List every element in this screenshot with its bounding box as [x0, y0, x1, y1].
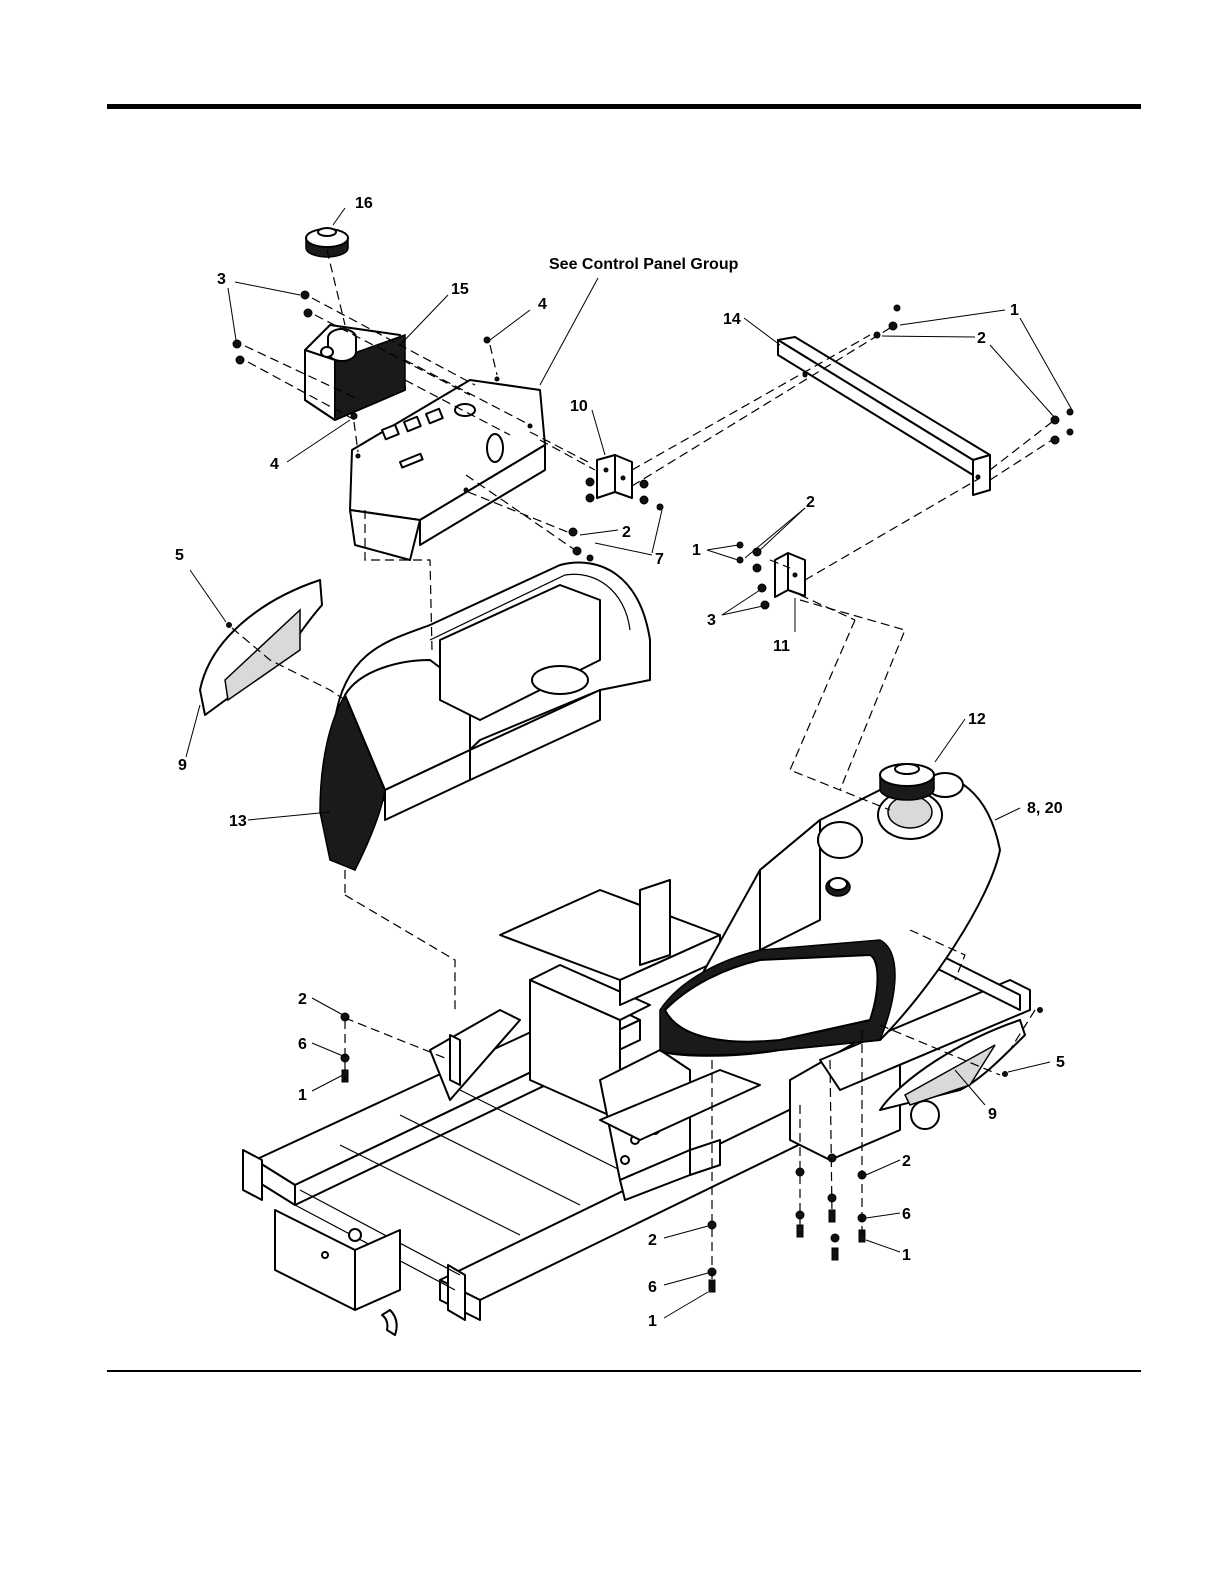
callout-2: 2: [298, 991, 307, 1008]
control-panel: [350, 377, 545, 560]
callout-1: 1: [298, 1087, 307, 1104]
callout-13: 13: [229, 813, 247, 830]
callout-10: 10: [570, 398, 588, 415]
callout-8-20: 8, 20: [1027, 800, 1063, 817]
callout-5: 5: [175, 547, 184, 564]
callout-14: 14: [723, 311, 741, 328]
callout-15: 15: [451, 281, 469, 298]
callout-2: 2: [648, 1232, 657, 1249]
callout-12: 12: [968, 711, 986, 728]
callout-4: 4: [538, 296, 547, 313]
callout-1: 1: [902, 1247, 911, 1264]
callout-2: 2: [902, 1153, 911, 1170]
callout-3: 3: [217, 271, 226, 288]
callout-6: 6: [298, 1036, 307, 1053]
callout-7: 7: [655, 551, 664, 568]
callout-2: 2: [977, 330, 986, 347]
callout-5: 5: [1056, 1054, 1065, 1071]
callout-1: 1: [648, 1313, 657, 1330]
callout-9: 9: [988, 1106, 997, 1123]
bracket-11: [775, 553, 805, 597]
fuel-cap-left: [306, 228, 348, 257]
callout-2: 2: [806, 494, 815, 511]
callout-3: 3: [707, 612, 716, 629]
callout-16: 16: [355, 195, 373, 212]
callout-9: 9: [178, 757, 187, 774]
bracket-10: [597, 455, 632, 498]
bracket-bar: [778, 337, 990, 495]
callout-4: 4: [270, 456, 279, 473]
side-panel-left: [200, 580, 322, 715]
callout-1: 1: [692, 542, 701, 559]
callout-6: 6: [648, 1279, 657, 1296]
fuel-cap-right: [880, 764, 934, 800]
callout-1: 1: [1010, 302, 1019, 319]
see-control-panel-group-label: See Control Panel Group: [549, 256, 739, 273]
callout-2: 2: [622, 524, 631, 541]
callout-11: 11: [773, 638, 790, 655]
console-left: [320, 563, 650, 870]
callout-6: 6: [902, 1206, 911, 1223]
